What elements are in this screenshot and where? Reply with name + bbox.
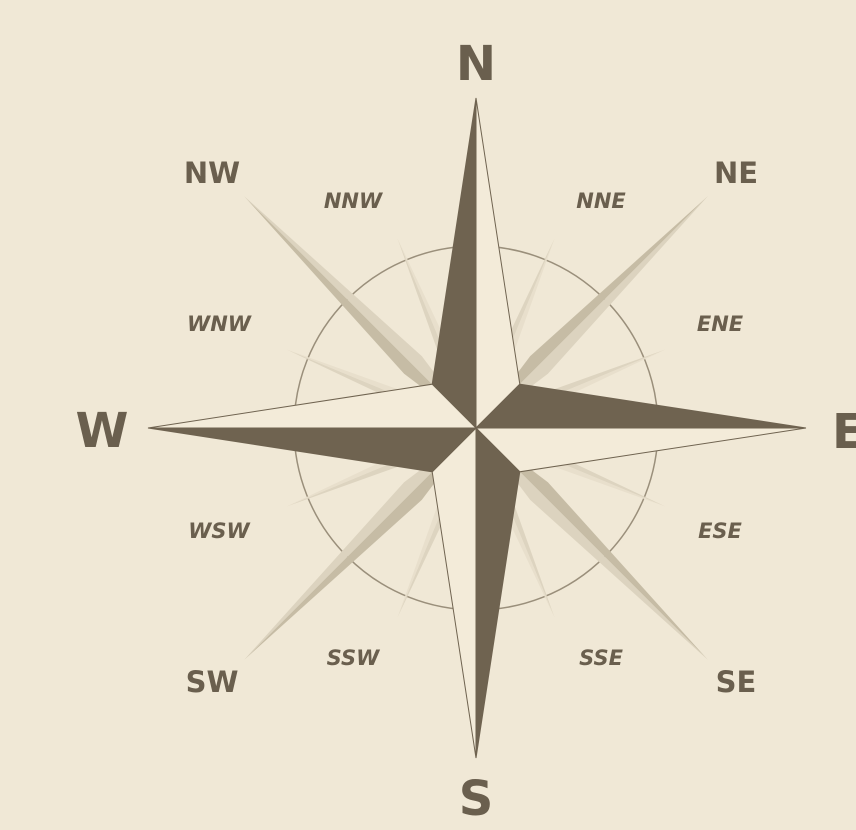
label-sw: SW	[186, 665, 239, 699]
label-ese: ESE	[698, 519, 742, 543]
label-nne: NNE	[576, 189, 626, 213]
point-w-light	[148, 384, 476, 428]
label-nw: NW	[184, 156, 240, 190]
label-wnw: WNW	[187, 312, 252, 336]
label-ne: NE	[714, 156, 758, 190]
label-wsw: WSW	[188, 519, 250, 543]
label-n: N	[456, 36, 496, 92]
point-e-light	[476, 428, 806, 472]
label-sse: SSE	[579, 646, 624, 670]
label-s: S	[459, 771, 494, 827]
point-e-dark	[476, 384, 806, 428]
label-e: E	[832, 404, 856, 460]
compass-rays	[148, 98, 806, 758]
point-s-dark	[476, 428, 520, 758]
point-s-light	[432, 428, 476, 758]
point-n-light	[476, 98, 520, 428]
label-nnw: NNW	[324, 189, 383, 213]
point-w-dark	[148, 428, 476, 472]
point-n-dark	[432, 98, 476, 428]
label-ene: ENE	[697, 312, 744, 336]
label-se: SE	[716, 665, 757, 699]
label-ssw: SSW	[327, 646, 381, 670]
label-w: W	[76, 403, 129, 459]
